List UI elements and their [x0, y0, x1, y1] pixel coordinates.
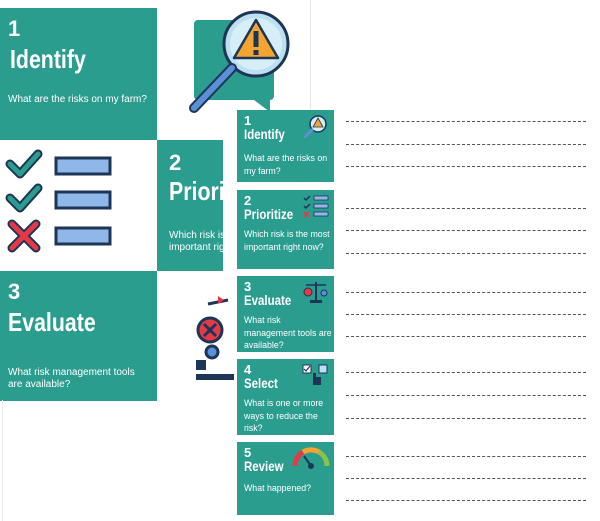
writing-line	[346, 478, 586, 479]
poster-card-question-line2: important rig	[169, 242, 225, 253]
writing-line	[346, 456, 586, 457]
poster-card-number: 2	[169, 150, 182, 175]
poster-card-identify: 1 Identify What are the risks on my farm…	[0, 8, 157, 140]
poster-card-title: Identify	[10, 44, 86, 74]
poster-card-number: 1	[8, 16, 21, 41]
card-number: 1	[244, 113, 252, 128]
writing-line	[346, 372, 586, 373]
poster-card-evaluate: 3 Evaluate What risk management tools ar…	[0, 271, 157, 401]
card-question: What risk management tools are available…	[244, 315, 332, 350]
writing-line	[346, 314, 586, 315]
card-title: Review	[244, 458, 284, 474]
worksheet-card-identify: 1 Identify What are the risks on my farm…	[237, 110, 334, 182]
poster-card-title: Prioriti	[169, 176, 238, 206]
card-number: 2	[244, 193, 252, 208]
poster-divider	[310, 0, 311, 110]
card-title: Prioritize	[244, 206, 294, 222]
writing-line	[346, 208, 586, 209]
card-question: What are the risks on my farm?	[244, 153, 328, 176]
writing-line	[346, 395, 586, 396]
writing-line	[346, 500, 586, 501]
writing-line	[346, 292, 586, 293]
card-question: What happened?	[244, 483, 312, 493]
poster-card-question: What are the risks on my farm?	[8, 94, 147, 105]
writing-line	[346, 418, 586, 419]
poster-card-number: 3	[8, 279, 21, 304]
poster-card-question-line1: Which risk is t	[169, 230, 231, 241]
writing-line	[346, 253, 586, 254]
card-number: 3	[244, 279, 252, 294]
worksheet-card-prioritize: 2 Prioritize Which risk is the most impo…	[237, 190, 334, 269]
card-number: 5	[244, 445, 252, 460]
writing-line	[346, 166, 586, 167]
gauge-icon	[292, 447, 330, 469]
poster-divider-left	[2, 400, 3, 521]
warning-magnifier-icon	[303, 115, 327, 138]
card-title: Identify	[244, 126, 285, 142]
card-number: 4	[244, 362, 252, 377]
writing-line	[346, 230, 586, 231]
writing-line	[346, 121, 586, 122]
writing-line	[346, 336, 586, 337]
hand-pointer-icon	[302, 364, 328, 385]
poster-card-prioritize: 2 Prioriti Which risk is t important rig	[157, 140, 238, 271]
card-title: Evaluate	[244, 292, 292, 308]
scale-icon	[303, 282, 328, 303]
poster-card-question-line1: What risk management tools	[8, 367, 135, 378]
card-question: What is one or more ways to reduce the r…	[244, 398, 324, 433]
writing-line	[346, 144, 586, 145]
poster-card-question-line2: are available?	[8, 379, 71, 390]
worksheet-card-review: 5 Review What happened?	[237, 442, 334, 515]
card-question: Which risk is the most important right n…	[244, 229, 330, 252]
warning-magnifier-icon	[189, 10, 290, 113]
checklist-icon	[303, 195, 329, 218]
worksheet-card-evaluate: 3 Evaluate What risk management tools ar…	[237, 276, 334, 352]
scale-icon	[196, 296, 234, 380]
poster-card-title: Evaluate	[8, 307, 96, 337]
checklist-icon	[5, 149, 112, 253]
card-title: Select	[244, 375, 278, 391]
worksheet-card-select: 4 Select What is one or more ways to red…	[237, 359, 334, 435]
